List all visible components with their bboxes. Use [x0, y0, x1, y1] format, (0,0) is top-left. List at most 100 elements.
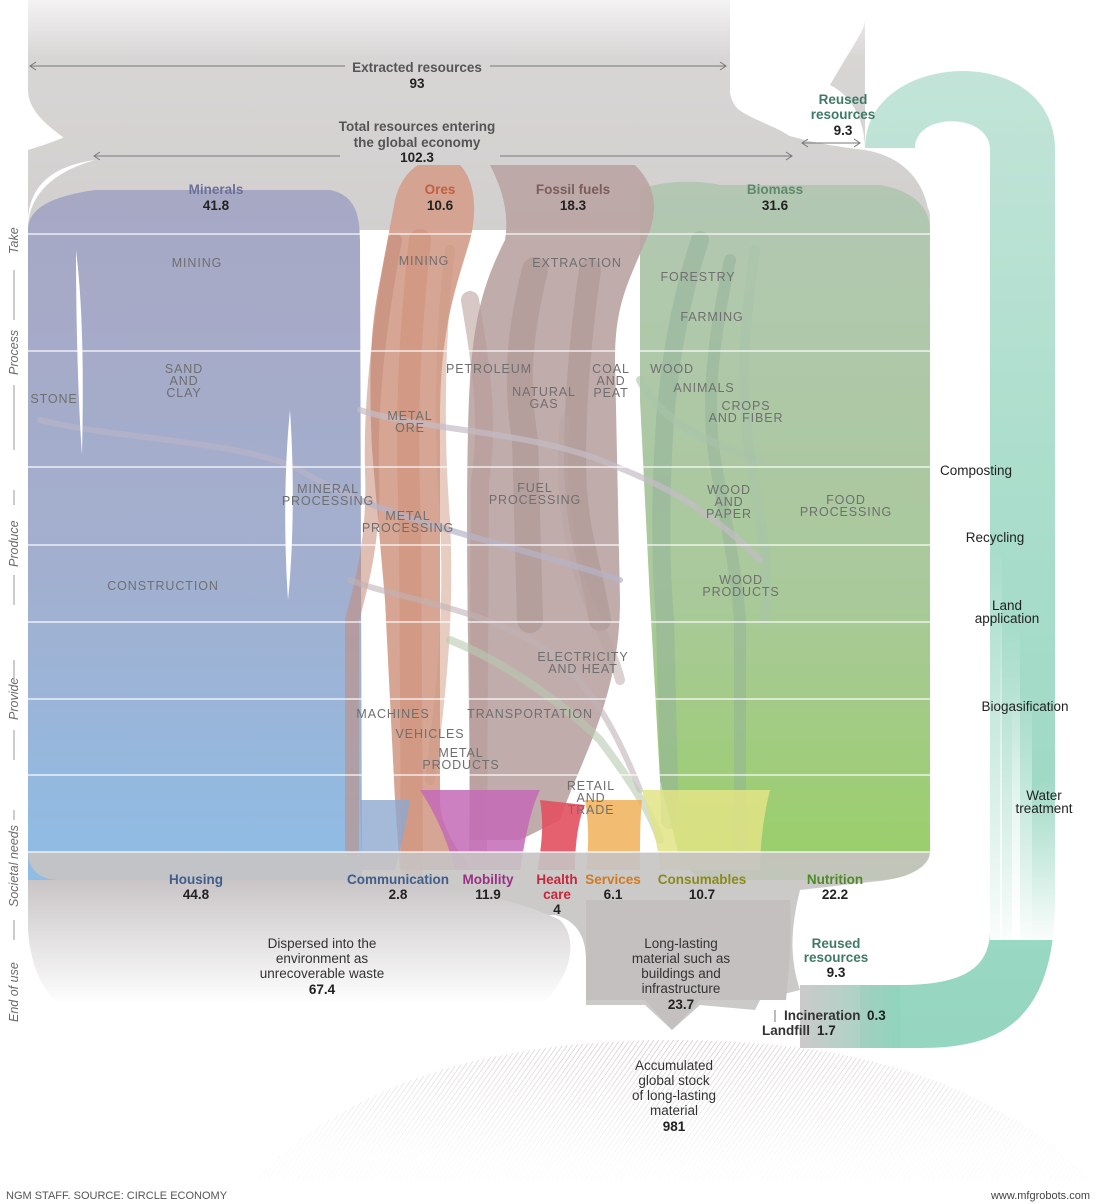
footer: NGM STAFF. SOURCE: CIRCLE ECONOMY www.mf… [6, 1190, 1090, 1202]
fossil-value: 18.3 [560, 198, 587, 213]
lbl-water-1: Water [1026, 788, 1062, 803]
minerals-flow [28, 190, 362, 880]
lbl-vehicles: VEHICLES [395, 727, 464, 741]
dispersed-2: environment as [276, 951, 369, 966]
dispersed-value: 67.4 [309, 982, 336, 997]
process-labels: MINING MINING EXTRACTION FORESTRY FARMIN… [30, 254, 784, 435]
total-label-1: Total resources entering [339, 119, 496, 134]
lbl-crops-2: AND FIBER [709, 411, 784, 425]
longlasting-4: infrastructure [642, 981, 721, 996]
incineration-label: Incineration [784, 1008, 861, 1023]
lbl-land-1: Land [992, 598, 1022, 613]
need-healthcare-value: 4 [553, 902, 561, 917]
lbl-woodpaper-1: WOOD [707, 483, 751, 497]
provide-labels: ELECTRICITY AND HEAT MACHINES TRANSPORTA… [356, 650, 627, 817]
lbl-forestry: FORESTRY [660, 270, 735, 284]
site-watermark: www.mfgrobots.com [990, 1190, 1090, 1202]
dispersed-1: Dispersed into the [268, 936, 377, 951]
reused-top-label-1: Reused [819, 92, 868, 107]
lbl-coal-3: PEAT [593, 386, 628, 400]
stage-produce: Produce [7, 520, 21, 567]
stock-1: Accumulated [635, 1058, 713, 1073]
stage-take: Take [7, 227, 21, 254]
lbl-extraction: EXTRACTION [532, 256, 622, 270]
lbl-land-2: application [975, 611, 1040, 626]
span-arrows [29, 61, 861, 1022]
stage-end-of-use: End of use [7, 962, 21, 1022]
category-labels: Minerals 41.8 Ores 10.6 Fossil fuels 18.… [189, 182, 804, 213]
recycle-arrows [990, 548, 1064, 940]
lbl-retail-1: RETAIL [567, 779, 615, 793]
lbl-biogas: Biogasification [981, 699, 1068, 714]
reused-end-1: Reused [812, 936, 861, 951]
lbl-fuelproc-2: PROCESSING [489, 493, 581, 507]
recycle-labels: Composting Recycling Land application Bi… [940, 463, 1073, 816]
lbl-metalproc-1: METAL [385, 509, 430, 523]
need-mobility-value: 11.9 [475, 887, 501, 902]
dispersed-3: unrecoverable waste [260, 966, 385, 981]
lbl-natgas-2: GAS [529, 397, 558, 411]
need-nutrition-label: Nutrition [807, 872, 863, 887]
lbl-crops-1: CROPS [722, 399, 771, 413]
lbl-woodpaper-2: AND [714, 495, 743, 509]
lbl-mining-minerals: MINING [172, 256, 223, 270]
need-mobility-label: Mobility [463, 872, 514, 887]
stage-labels: Take Process Produce Provide Societal ne… [7, 227, 21, 1022]
fossil-label: Fossil fuels [536, 182, 610, 197]
longlasting-1: Long-lasting [644, 936, 718, 951]
extracted-envelope [28, 0, 930, 230]
need-housing-label: Housing [169, 872, 223, 887]
lbl-foodproc-2: PROCESSING [800, 505, 892, 519]
top-labels: Extracted resources 93 Total resources e… [339, 60, 876, 165]
stage-societal-needs: Societal needs [7, 825, 21, 907]
need-consumables-label: Consumables [658, 872, 747, 887]
ores-value: 10.6 [427, 198, 454, 213]
stock-dome [255, 1040, 1090, 1180]
lbl-retail-2: AND [576, 791, 605, 805]
extracted-label: Extracted resources [352, 60, 482, 75]
need-nutrition-value: 22.2 [822, 887, 848, 902]
credit: NGM STAFF. SOURCE: CIRCLE ECONOMY [6, 1190, 228, 1202]
lbl-wood: WOOD [650, 362, 694, 376]
lbl-metalproducts-1: METAL [438, 746, 483, 760]
ores-flow [370, 165, 475, 870]
lbl-foodproc-1: FOOD [826, 493, 866, 507]
longlasting-3: buildings and [641, 966, 721, 981]
minerals-label: Minerals [189, 182, 244, 197]
longlasting-value: 23.7 [668, 997, 694, 1012]
end-envelope [28, 852, 930, 1030]
lbl-petroleum: PETROLEUM [446, 362, 532, 376]
reused-end-2: resources [804, 950, 869, 965]
lbl-animals: ANIMALS [673, 381, 734, 395]
lbl-sand-2: AND [169, 374, 198, 388]
stage-lines [28, 233, 930, 853]
lbl-woodproducts-1: WOOD [719, 573, 763, 587]
need-healthcare-label-2: care [543, 887, 571, 902]
lbl-mineralproc-2: PROCESSING [282, 494, 374, 508]
lbl-coal-1: COAL [592, 362, 630, 376]
stock-2: global stock [638, 1073, 710, 1088]
lbl-sand-3: CLAY [166, 386, 201, 400]
need-consumables-value: 10.7 [689, 887, 715, 902]
need-communication-label: Communication [347, 872, 449, 887]
minerals-value: 41.8 [203, 198, 230, 213]
produce-labels: MINERAL PROCESSING METAL PROCESSING FUEL… [107, 481, 892, 599]
lbl-metalore-1: METAL [387, 409, 432, 423]
lbl-woodproducts-2: PRODUCTS [702, 585, 779, 599]
needs-labels: Housing 44.8 Communication 2.8 Mobility … [169, 872, 863, 917]
lbl-retail-3: TRADE [568, 803, 615, 817]
total-label-2: the global economy [354, 135, 481, 150]
landfill-label: Landfill [762, 1023, 810, 1038]
lbl-metalproc-2: PROCESSING [362, 521, 454, 535]
biomass-label: Biomass [747, 182, 803, 197]
need-housing-value: 44.8 [183, 887, 210, 902]
stock-value: 981 [663, 1119, 686, 1134]
end-labels: Dispersed into the environment as unreco… [260, 936, 887, 1134]
biomass-value: 31.6 [762, 198, 789, 213]
lbl-fuelproc-1: FUEL [517, 481, 553, 495]
lbl-metalproducts-2: PRODUCTS [422, 758, 499, 772]
incineration-value: 0.3 [867, 1008, 886, 1023]
lbl-water-2: treatment [1015, 801, 1072, 816]
lbl-composting: Composting [940, 463, 1012, 478]
